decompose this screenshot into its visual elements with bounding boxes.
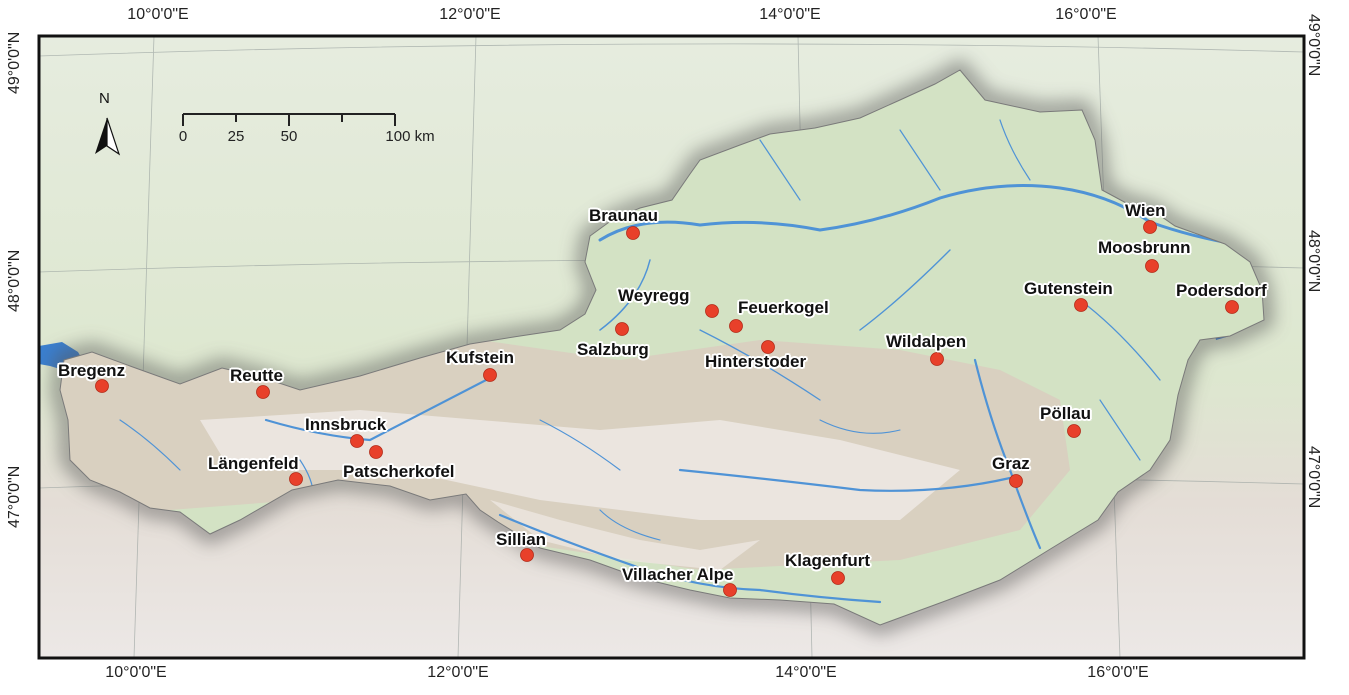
site-marker-bregenz — [95, 379, 109, 393]
longitude-label-bottom: 14°0'0"E — [775, 664, 837, 681]
site-marker-weyregg — [705, 304, 719, 318]
north-arrow-icon — [95, 117, 121, 156]
site-marker-braunau — [626, 226, 640, 240]
site-marker-villacher-alpe — [723, 583, 737, 597]
longitude-label-top: 12°0'0"E — [439, 6, 501, 23]
latitude-label-left: 48°0'0"N — [6, 249, 23, 312]
north-arrow-label: N — [99, 90, 110, 107]
latitude-label-left: 47°0'0"N — [6, 465, 23, 528]
latitude-label-right: 49°0'0"N — [1305, 14, 1322, 77]
austria-border — [59, 69, 1265, 626]
longitude-label-top: 16°0'0"E — [1055, 6, 1117, 23]
site-marker-klagenfurt — [831, 571, 845, 585]
latitude-label-right: 48°0'0"N — [1305, 230, 1322, 293]
site-marker-kufstein — [483, 368, 497, 382]
site-marker-wien — [1143, 220, 1157, 234]
scale-tick-label: 100 km — [385, 128, 435, 145]
site-marker-hinterstoder — [761, 340, 775, 354]
site-marker-patscherkofel — [369, 445, 383, 459]
site-marker-podersdorf — [1225, 300, 1239, 314]
longitude-label-top: 14°0'0"E — [759, 6, 821, 23]
site-marker-l-ngenfeld — [289, 472, 303, 486]
site-marker-innsbruck — [350, 434, 364, 448]
longitude-label-bottom: 10°0'0"E — [105, 664, 167, 681]
scale-bar — [182, 113, 396, 126]
site-marker-feuerkogel — [729, 319, 743, 333]
scale-tick-label: 50 — [280, 128, 298, 145]
latitude-label-right: 47°0'0"N — [1305, 446, 1322, 509]
site-marker-sillian — [520, 548, 534, 562]
site-marker-graz — [1009, 474, 1023, 488]
site-marker-gutenstein — [1074, 298, 1088, 312]
site-markers — [95, 220, 1239, 597]
scale-tick-label: 25 — [227, 128, 245, 145]
longitude-label-bottom: 12°0'0"E — [427, 664, 489, 681]
site-marker-p-llau — [1067, 424, 1081, 438]
longitude-label-bottom: 16°0'0"E — [1087, 664, 1149, 681]
site-marker-salzburg — [615, 322, 629, 336]
site-marker-reutte — [256, 385, 270, 399]
latitude-label-left: 49°0'0"N — [6, 31, 23, 94]
longitude-label-top: 10°0'0"E — [127, 6, 189, 23]
river-network — [119, 119, 1262, 604]
map-canvas — [39, 36, 1304, 658]
site-marker-moosbrunn — [1145, 259, 1159, 273]
high-alps — [200, 410, 960, 520]
site-marker-wildalpen — [930, 352, 944, 366]
scale-tick-label: 0 — [178, 128, 188, 145]
map-frame — [37, 34, 1306, 660]
